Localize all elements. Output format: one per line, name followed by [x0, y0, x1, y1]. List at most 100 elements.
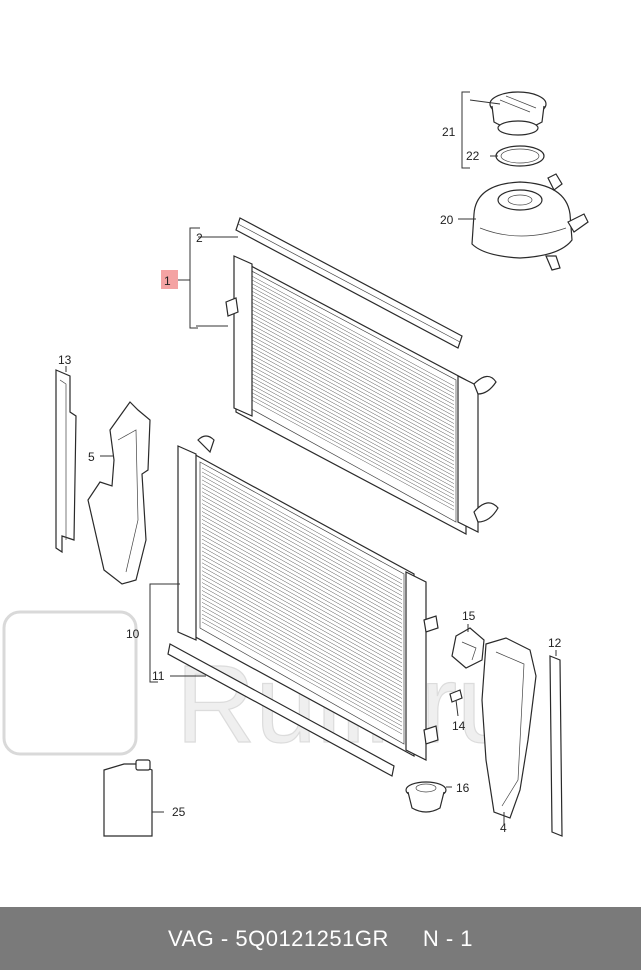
- coolant-reservoir-assembly: [458, 91, 589, 271]
- fin-line: [201, 546, 403, 660]
- fin-line: [201, 511, 403, 624]
- fin-line: [247, 337, 455, 451]
- watermark-logo-box: [2, 610, 138, 756]
- clip-bracket-icon: [451, 624, 485, 669]
- radiator-auxiliary-icon: [149, 435, 439, 777]
- fin-line: [247, 352, 455, 466]
- fin-line: [247, 378, 455, 492]
- fin-line: [201, 523, 403, 636]
- fin-line: [247, 322, 455, 436]
- fin-line: [201, 507, 403, 620]
- fin-line: [247, 360, 455, 473]
- callout-15: 15: [462, 609, 476, 623]
- diagram-page-label: N - 1: [422, 925, 474, 951]
- fin-line: [201, 479, 403, 593]
- fin-line: [201, 515, 403, 628]
- screw-icon: [449, 689, 463, 717]
- fin-line: [247, 371, 455, 484]
- fin-line: [201, 499, 403, 612]
- fin-line: [247, 345, 455, 458]
- callout-12: 12: [548, 636, 562, 650]
- fin-line: [247, 341, 455, 454]
- fin-line: [201, 586, 403, 699]
- callout-22: 22: [466, 149, 480, 163]
- callout-11: 11: [152, 669, 165, 683]
- fin-line: [201, 538, 403, 652]
- part-number: 5Q0121251GR: [235, 925, 389, 951]
- fin-line: [247, 285, 455, 398]
- fin-line: [247, 390, 455, 503]
- fin-line: [247, 281, 455, 394]
- radiator-fins: [201, 467, 403, 735]
- fin-line: [201, 578, 403, 691]
- part-number-footer: VAG - 5Q0121251GR N - 1: [0, 907, 641, 970]
- exploded-parts-diagram: Rulli.ru: [2, 91, 589, 837]
- callout-5: 5: [88, 450, 95, 464]
- fin-line: [247, 397, 455, 511]
- coolant-canister-icon: [103, 759, 164, 837]
- fin-line: [201, 527, 403, 640]
- fin-line: [247, 363, 455, 477]
- brand-label: VAG: [167, 925, 215, 951]
- fin-line: [201, 519, 403, 632]
- callout-4: 4: [500, 821, 507, 835]
- fin-line: [247, 318, 455, 432]
- callout-14: 14: [452, 719, 466, 733]
- fin-line: [201, 602, 403, 715]
- air-guide-right-icon: [481, 637, 537, 824]
- fin-line: [247, 333, 455, 447]
- fin-line: [201, 487, 403, 600]
- fin-line: [201, 467, 403, 581]
- fin-line: [201, 550, 403, 664]
- fin-line: [201, 594, 403, 707]
- fin-line: [201, 534, 403, 648]
- callout-1: 1: [164, 274, 171, 288]
- air-deflector-left-icon: [55, 366, 77, 554]
- fin-line: [247, 273, 455, 387]
- side-seal-strip-icon: [549, 650, 563, 837]
- fin-line: [201, 554, 403, 668]
- fin-line: [201, 613, 403, 727]
- fin-line: [201, 570, 403, 683]
- drain-plug-icon: [405, 781, 452, 813]
- fin-line: [201, 562, 403, 675]
- fin-line: [247, 296, 455, 409]
- bracket-1: [189, 227, 200, 329]
- fin-line: [201, 621, 403, 735]
- fin-line: [201, 491, 403, 604]
- fin-line: [201, 475, 403, 589]
- bracket-21: [461, 91, 470, 169]
- fin-line: [247, 315, 455, 428]
- fin-line: [247, 311, 455, 424]
- fin-line: [201, 566, 403, 679]
- fin-line: [247, 375, 455, 488]
- callout-25: 25: [172, 805, 186, 819]
- callout-21: 21: [442, 125, 456, 139]
- fin-line: [247, 330, 455, 443]
- fin-line: [247, 394, 455, 507]
- fin-line: [247, 300, 455, 413]
- air-deflector-bracket-icon: [87, 401, 151, 585]
- fin-line: [247, 326, 455, 439]
- fin-line: [201, 617, 403, 731]
- callout-labels: 1 2 4 5 10 11 12 13 14 15 16 20 21 22 25: [58, 125, 562, 835]
- reservoir-cap-icon: [489, 91, 547, 136]
- fin-line: [201, 605, 403, 719]
- callout-16: 16: [456, 781, 470, 795]
- fin-line: [201, 609, 403, 723]
- fin-line: [247, 288, 455, 402]
- fin-line: [201, 495, 403, 608]
- radiator-fins: [247, 273, 455, 511]
- fin-line: [247, 382, 455, 496]
- fin-line: [201, 590, 403, 703]
- callout-2: 2: [196, 231, 203, 245]
- expansion-tank-icon: [471, 173, 589, 271]
- highlight-box: [161, 270, 178, 289]
- fin-line: [201, 598, 403, 711]
- fin-line: [201, 530, 403, 644]
- fin-line: [247, 386, 455, 499]
- callout-13: 13: [58, 353, 72, 367]
- fin-line: [247, 292, 455, 406]
- fin-line: [201, 574, 403, 687]
- lower-strip-icon: [167, 643, 395, 777]
